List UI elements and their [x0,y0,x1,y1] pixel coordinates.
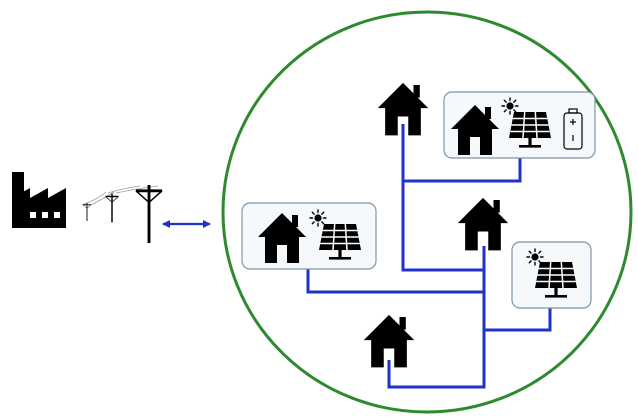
house-icon [363,314,415,368]
solar-generator-box [511,241,592,309]
utility-pole-icon [82,202,92,222]
house-icon [457,197,509,251]
power-line-network [306,124,552,389]
sun-icon [501,97,519,115]
power-line-wires [81,185,159,206]
utility-pole-icon [134,183,164,245]
sun-icon [309,209,327,227]
prosumer-left-box [241,202,377,270]
utility-pole-icon [104,192,120,224]
microgrid-boundary [221,10,633,414]
factory-icon [12,172,66,228]
prosumer-storage-box [443,91,596,159]
